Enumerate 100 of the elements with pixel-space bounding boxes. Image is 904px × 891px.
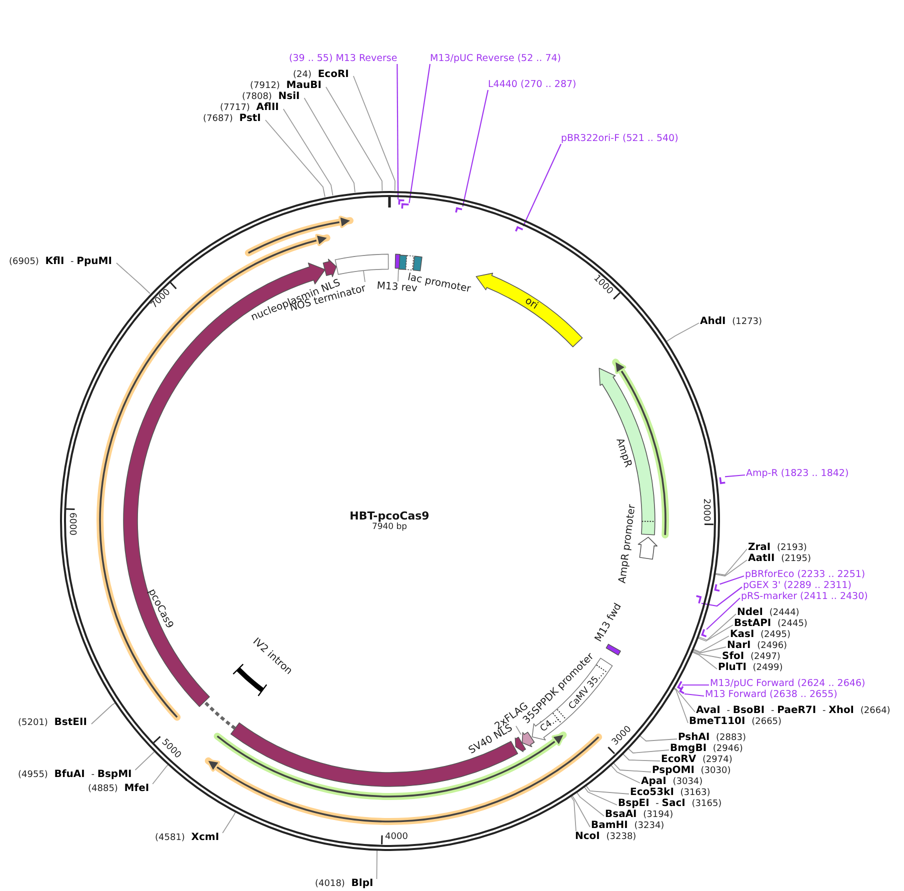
leader-line <box>610 764 640 784</box>
leader-line <box>576 792 604 816</box>
feature-label: AmpR <box>612 436 634 470</box>
site-label: NarI (2496) <box>727 640 788 652</box>
leader-line <box>572 795 590 828</box>
site-label: BamHI (3234) <box>591 820 664 832</box>
primer-label: pGEX 3' (2289 .. 2311) <box>743 580 852 592</box>
site-label: BspEI - SacI (3165) <box>618 798 722 810</box>
leader-line <box>612 762 652 772</box>
leader-line <box>706 598 740 630</box>
leader-line <box>701 586 742 607</box>
site-label: (24) EcoRI <box>293 69 352 81</box>
leader-line <box>586 785 630 794</box>
leader-line <box>152 764 168 784</box>
site-label: EcoRV (2974) <box>661 754 732 766</box>
site-label: (4955) BfuAI - BspMI <box>18 769 136 781</box>
tick-label: 2000 <box>701 498 711 522</box>
site-label: AvaI - BsoBI - PaeR7I - XhoI (2664) <box>696 705 890 717</box>
leader-line <box>408 64 431 204</box>
site-label: (6905) KflI - PpuMI <box>9 256 116 268</box>
site-label: (7717) AflII <box>220 102 282 114</box>
primer-label: (39 .. 55) M13 Reverse <box>289 53 398 65</box>
leader-line <box>692 652 718 670</box>
leader-line <box>622 753 660 762</box>
site-label: NcoI (3238) <box>575 831 636 843</box>
leader-line <box>692 646 726 654</box>
leader-line <box>697 624 734 642</box>
leader-line <box>628 748 670 754</box>
leader-line <box>282 108 334 196</box>
site-label: (7912) MauBI <box>250 80 325 92</box>
leader-line <box>692 650 722 658</box>
leader-line <box>684 693 704 697</box>
leader-line <box>376 850 378 880</box>
site-label: NdeI (2444) <box>737 607 800 619</box>
site-label: (4581) XcmI <box>155 832 223 844</box>
site-label: BstAPI (2445) <box>734 618 808 630</box>
leader-line <box>462 90 489 207</box>
leader-line <box>522 144 562 226</box>
leader-line <box>304 98 356 193</box>
leader-line <box>682 684 709 686</box>
leader-line <box>264 120 326 198</box>
site-label: BmeT110I (2665) <box>689 716 782 728</box>
leader-line <box>714 560 748 576</box>
primer-arrow-icon <box>515 226 524 232</box>
leader-line <box>673 688 688 724</box>
site-label: PshAI (2883) <box>678 732 746 744</box>
leader-line <box>720 575 744 585</box>
site-label: (4885) MfeI <box>88 783 153 795</box>
leader-line <box>398 268 399 282</box>
primer-label: M13/pUC Reverse (52 .. 74) <box>430 53 561 65</box>
feature-block <box>334 252 390 276</box>
leader-line <box>570 796 576 832</box>
leader-line <box>714 548 748 576</box>
leader-line <box>724 474 746 478</box>
site-label: SfoI (2497) <box>722 651 780 663</box>
primer-label: pBR322ori-F (521 .. 540) <box>561 133 678 145</box>
leader-line <box>363 270 366 282</box>
tick-label: 4000 <box>385 832 408 842</box>
site-label: AatII (2195) <box>748 553 812 565</box>
feature-block <box>521 731 536 748</box>
leader-line <box>91 702 116 724</box>
leader-line <box>698 614 736 641</box>
leader-line <box>516 726 522 735</box>
plasmid-name: HBT-pcoCas9 <box>350 509 430 522</box>
site-label: BmgBI (2946) <box>670 743 743 755</box>
site-label: AhdI (1273) <box>700 316 762 328</box>
primer-arrow-icon <box>401 203 410 209</box>
plasmid-size-label: 7940 bp <box>372 522 408 532</box>
primer-label: Amp-R (1823 .. 1842) <box>746 468 849 480</box>
primer-label: M13/pUC Forward (2624 .. 2646) <box>710 678 866 690</box>
primer-arrow-icon <box>718 476 726 484</box>
site-label: ZraI (2193) <box>748 542 807 554</box>
primer-arrow-icon <box>696 594 702 604</box>
site-label: PspOMI (3030) <box>652 765 731 777</box>
site-label: BsaAI (3194) <box>605 809 674 821</box>
leader-line <box>674 687 696 712</box>
primer-label: pBRforEco (2233 .. 2251) <box>745 569 866 581</box>
leader-line <box>639 735 678 742</box>
leader-line <box>326 86 383 192</box>
leader-line <box>134 751 155 770</box>
leader-line <box>396 64 399 200</box>
site-label: Eco53kI (3163) <box>630 787 710 799</box>
site-label: PluTI (2499) <box>718 662 783 674</box>
feature-label: M13 rev <box>376 280 418 296</box>
primer-label: L4440 (270 .. 287) <box>488 79 576 91</box>
site-label: KasI (2495) <box>730 629 790 641</box>
leader-line <box>352 76 396 191</box>
tick-label: 6000 <box>67 512 77 536</box>
leader-line <box>222 812 236 834</box>
primer-arrow-icon <box>455 206 463 212</box>
site-label: (7808) NsiI <box>242 91 304 103</box>
feature-label: AmpR promoter <box>617 504 639 584</box>
feature-label: ori <box>522 295 540 313</box>
primer-label: pRS-marker (2411 .. 2430) <box>741 591 868 603</box>
primer-label: M13 Forward (2638 .. 2655) <box>705 689 838 701</box>
primer-arrow-icon <box>398 199 405 206</box>
site-label: (5201) BstEII <box>18 717 90 729</box>
site-label: (4018) BlpI <box>315 878 377 890</box>
leader-line <box>584 786 618 806</box>
leader-line <box>666 322 700 342</box>
